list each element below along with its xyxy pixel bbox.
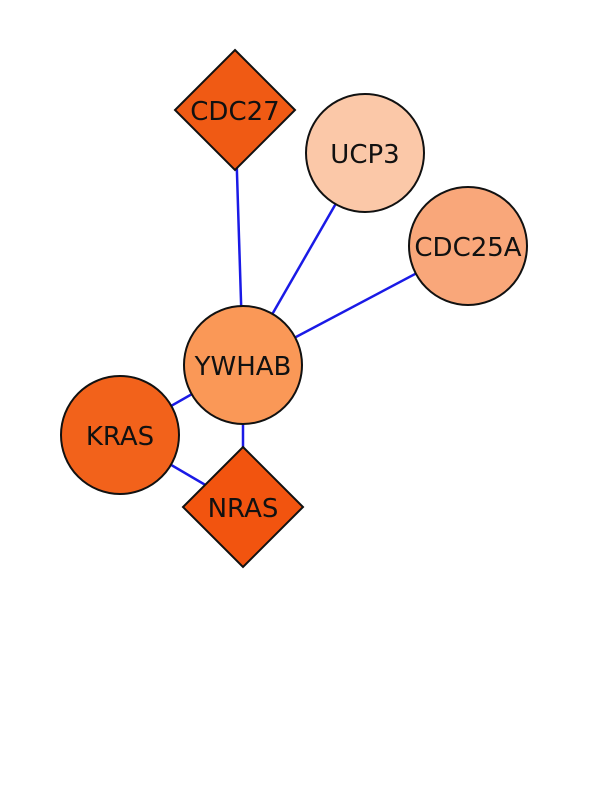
node-label-kras: KRAS: [86, 422, 154, 452]
node-label-cdc25a: CDC25A: [414, 233, 521, 263]
node-kras-circle: [60, 375, 180, 495]
node-label-ywhab: YWHAB: [194, 352, 292, 382]
node-cdc27: CDC27: [173, 48, 297, 172]
node-label-ucp3: UCP3: [330, 140, 399, 170]
node-ucp3-circle: [305, 93, 425, 213]
node-label-nras: NRAS: [208, 494, 279, 524]
node-ywhab: YWHAB: [183, 305, 303, 425]
node-label-cdc27: CDC27: [190, 97, 279, 127]
node-cdc25a: CDC25A: [408, 186, 528, 306]
node-cdc27-diamond: [173, 48, 297, 172]
node-kras: KRAS: [60, 375, 180, 495]
node-nras-diamond: [181, 445, 305, 569]
node-ucp3: UCP3: [305, 93, 425, 213]
node-nras: NRAS: [181, 445, 305, 569]
node-ywhab-circle: [183, 305, 303, 425]
node-cdc25a-circle: [408, 186, 528, 306]
